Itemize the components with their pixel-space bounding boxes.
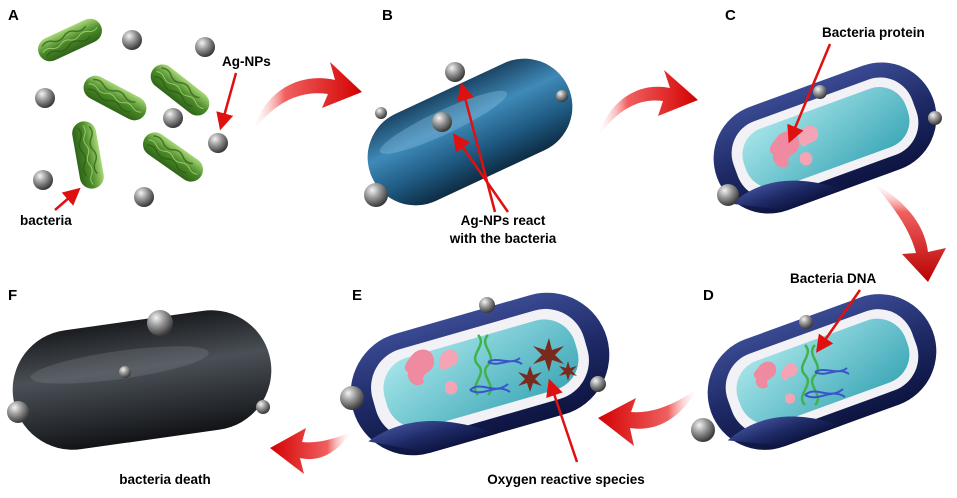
panel-d: D Bacteria DNA [691, 271, 937, 450]
nanoparticle [556, 90, 568, 102]
bacteria-dna [469, 334, 523, 396]
nanoparticle [134, 187, 154, 207]
label-ag-nps: Ag-NPs [222, 54, 271, 69]
bacteria-dna [800, 344, 850, 406]
nanoparticle [590, 376, 606, 392]
bacteria-protein [404, 349, 459, 395]
panel-letter-c: C [725, 7, 736, 24]
label-react-line2: with the bacteria [449, 231, 557, 246]
bacteria-rod-1 [33, 14, 107, 66]
nanoparticle [445, 62, 465, 82]
nanoparticle [122, 30, 142, 50]
step-arrow-c-to-d [872, 182, 946, 282]
nanoparticle [691, 418, 715, 443]
nanoparticle [799, 315, 813, 329]
nanoparticle [375, 107, 387, 119]
nanoparticle [340, 386, 364, 410]
nanoparticle [928, 111, 942, 125]
panel-b: B Ag-NPs react with the bacteria [364, 7, 573, 246]
nanoparticle [479, 297, 495, 313]
panel-e: E Oxygen reactive species [340, 287, 645, 487]
pointer-arrow [457, 82, 497, 213]
pointer-arrow [54, 187, 81, 211]
pointer-arrow [452, 133, 510, 213]
label-oxygen-reactive-species: Oxygen reactive species [487, 472, 645, 487]
nanoparticle [35, 88, 55, 108]
nanoparticle [364, 183, 388, 207]
label-bacteria-protein: Bacteria protein [822, 25, 925, 40]
reactive-oxygen-species [518, 338, 577, 392]
pointer-arrow [787, 43, 832, 144]
nanoparticle [195, 37, 215, 57]
nanoparticle [256, 400, 270, 414]
nanoparticle [813, 85, 827, 99]
cutaway-cell [713, 62, 937, 214]
step-arrow-e-to-f [270, 428, 352, 474]
bacteria-rod-5 [137, 126, 209, 188]
pointer-arrow [216, 72, 238, 131]
nanoparticle [717, 184, 739, 206]
label-bacteria-dna: Bacteria DNA [790, 271, 877, 286]
pointer-arrow [546, 378, 579, 463]
label-bacteria-death: bacteria death [119, 472, 211, 487]
nanoparticle [163, 108, 183, 128]
panel-letter-e: E [352, 287, 362, 304]
label-bacteria: bacteria [20, 213, 72, 228]
nanoparticle [147, 310, 173, 336]
panel-letter-d: D [703, 287, 714, 304]
panel-letter-a: A [8, 7, 19, 24]
step-arrow-d-to-e [598, 388, 698, 446]
step-arrow-a-to-b [252, 62, 362, 132]
nanoparticle [432, 112, 452, 132]
bacteria-protein [753, 361, 798, 404]
bacteria-rod-2 [78, 70, 152, 126]
nanoparticle [208, 133, 228, 153]
dead-bacterial-cell [12, 310, 272, 450]
panel-a: A Ag-NPs bacteria [8, 7, 271, 228]
panel-letter-f: F [8, 287, 17, 304]
pointer-arrow [815, 289, 862, 353]
nanoparticle [6, 401, 29, 423]
panel-letter-b: B [382, 7, 393, 24]
nanoparticle [119, 366, 131, 378]
panel-c: C Bacteria protein [713, 7, 942, 214]
step-arrow-b-to-c [597, 70, 698, 138]
panel-f: F bacteria death [6, 287, 272, 487]
cutaway-cell [707, 294, 937, 450]
nanoparticle [33, 170, 53, 190]
bacteria-rod-4 [69, 118, 107, 192]
label-react-line1: Ag-NPs react [461, 213, 546, 228]
